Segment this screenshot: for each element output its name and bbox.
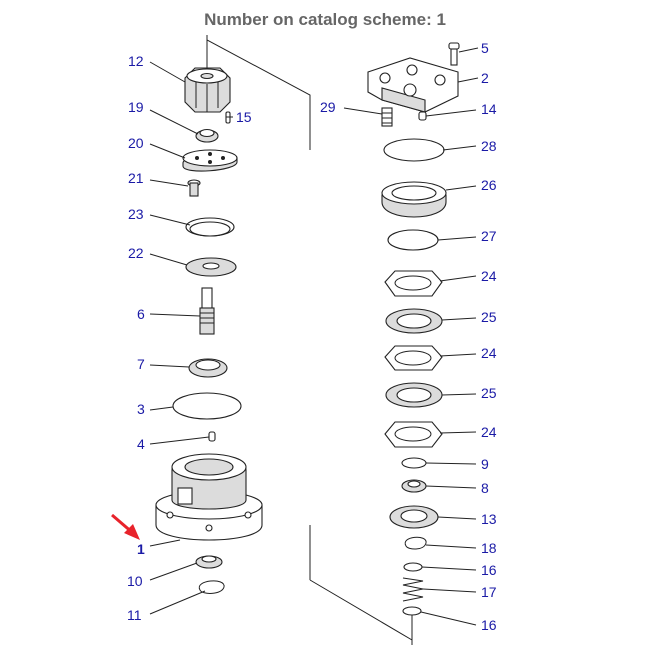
label-28: 28 bbox=[481, 138, 497, 154]
label-3: 3 bbox=[137, 401, 145, 417]
part-11-snap-ring[interactable] bbox=[198, 580, 225, 594]
part-20-plate[interactable] bbox=[182, 149, 238, 172]
label-8: 8 bbox=[481, 480, 489, 496]
label-7: 7 bbox=[137, 356, 145, 372]
label-20: 20 bbox=[128, 135, 144, 151]
part-14-plug[interactable] bbox=[418, 111, 427, 121]
part-number-labels: 12 19 15 20 21 23 22 6 7 3 4 1 10 11 5 2… bbox=[127, 40, 497, 633]
part-3-o-ring[interactable] bbox=[172, 392, 242, 420]
part-4-plug[interactable] bbox=[208, 431, 216, 442]
label-24-middle: 24 bbox=[481, 345, 497, 361]
label-27: 27 bbox=[481, 228, 497, 244]
part-13-oil-seal[interactable] bbox=[389, 505, 439, 529]
part-1-housing[interactable] bbox=[155, 453, 263, 541]
part-7-bearing[interactable] bbox=[188, 358, 228, 378]
assembly-guide-lines bbox=[206, 35, 413, 645]
part-16-washer-b[interactable] bbox=[402, 606, 422, 616]
part-28-o-ring[interactable] bbox=[383, 138, 445, 162]
label-21: 21 bbox=[128, 170, 144, 186]
part-19-small-gear[interactable] bbox=[195, 128, 219, 143]
label-13: 13 bbox=[481, 511, 497, 527]
part-24-plate-c[interactable] bbox=[384, 421, 443, 448]
label-25-upper: 25 bbox=[481, 309, 497, 325]
label-26: 26 bbox=[481, 177, 497, 193]
label-6: 6 bbox=[137, 306, 145, 322]
label-9: 9 bbox=[481, 456, 489, 472]
part-23-ring[interactable] bbox=[185, 217, 235, 237]
label-5: 5 bbox=[481, 40, 489, 56]
label-4: 4 bbox=[137, 436, 145, 452]
label-24-top: 24 bbox=[481, 268, 497, 284]
part-27-o-ring[interactable] bbox=[387, 229, 439, 251]
part-21-bolt[interactable] bbox=[187, 179, 201, 197]
catalog-scheme-title: Number on catalog scheme: 1 bbox=[204, 10, 446, 29]
label-29: 29 bbox=[320, 99, 336, 115]
label-12: 12 bbox=[128, 53, 144, 69]
label-16-upper: 16 bbox=[481, 562, 497, 578]
label-19: 19 bbox=[128, 99, 144, 115]
part-16-washer-a[interactable] bbox=[403, 562, 423, 572]
part-25-friction-disc-a[interactable] bbox=[385, 308, 443, 334]
red-arrow-icon bbox=[111, 513, 140, 540]
label-1: 1 bbox=[137, 541, 145, 557]
label-23: 23 bbox=[128, 206, 144, 222]
part-8-bearing[interactable] bbox=[401, 479, 427, 493]
part-12-drive-nut[interactable] bbox=[184, 67, 231, 113]
label-22: 22 bbox=[128, 245, 144, 261]
label-10: 10 bbox=[127, 573, 143, 589]
part-9-ring[interactable] bbox=[401, 457, 427, 469]
part-29-spring[interactable] bbox=[381, 107, 393, 127]
label-2: 2 bbox=[481, 70, 489, 86]
part-24-plate-a[interactable] bbox=[384, 270, 443, 297]
part-26-brake-piston[interactable] bbox=[381, 181, 447, 218]
leader-lines bbox=[149, 47, 479, 626]
part-6-shaft[interactable] bbox=[199, 287, 215, 335]
part-5-bolt[interactable] bbox=[448, 42, 460, 66]
label-16-lower: 16 bbox=[481, 617, 497, 633]
part-10-nut[interactable] bbox=[195, 555, 223, 569]
part-2-valve-block[interactable] bbox=[367, 57, 459, 113]
label-15: 15 bbox=[236, 109, 252, 125]
label-17: 17 bbox=[481, 584, 497, 600]
part-18-snap-ring[interactable] bbox=[404, 536, 427, 550]
label-14: 14 bbox=[481, 101, 497, 117]
part-22-washer[interactable] bbox=[185, 257, 237, 277]
part-24-plate-b[interactable] bbox=[384, 345, 443, 371]
label-11: 11 bbox=[127, 607, 142, 623]
label-18: 18 bbox=[481, 540, 497, 556]
part-17-spring[interactable] bbox=[402, 577, 424, 602]
label-24-bottom: 24 bbox=[481, 424, 497, 440]
part-25-friction-disc-b[interactable] bbox=[385, 382, 443, 408]
label-25-lower: 25 bbox=[481, 385, 497, 401]
